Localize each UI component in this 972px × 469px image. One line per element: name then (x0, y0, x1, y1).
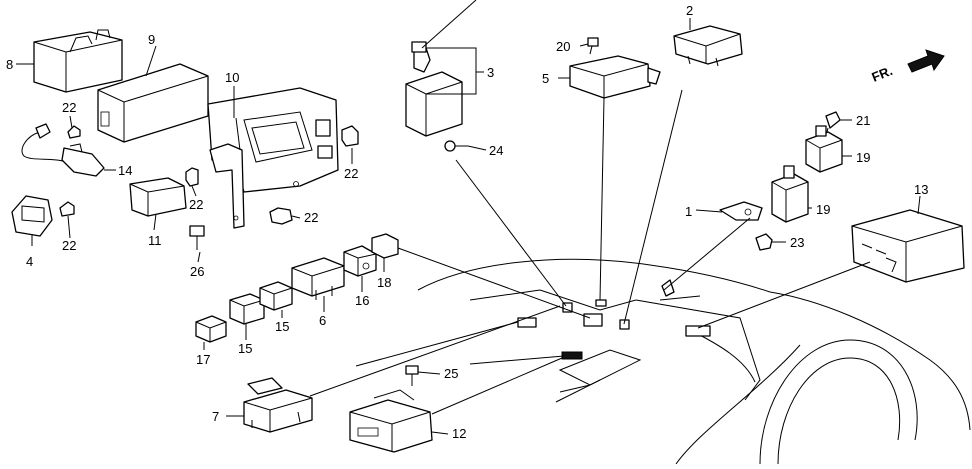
part-26 (189, 225, 205, 250)
callout-24: 24 (489, 143, 503, 158)
front-direction-arrow (907, 49, 945, 73)
part-24 (444, 140, 468, 152)
callout-11: 11 (148, 233, 162, 248)
part-22c (59, 201, 75, 217)
part-5 (569, 55, 661, 99)
front-direction-label: FR. (870, 63, 895, 85)
part-20 (587, 37, 599, 55)
part-19b (771, 165, 809, 223)
callout-20: 20 (556, 39, 570, 54)
callout-3: 3 (487, 65, 494, 80)
part-22a (341, 125, 359, 147)
callout-19-b: 19 (816, 202, 830, 217)
part-25 (405, 365, 419, 386)
callout-22-b: 22 (62, 238, 76, 253)
callout-1: 1 (685, 204, 692, 219)
part-6 (291, 257, 345, 300)
callout-18: 18 (377, 275, 391, 290)
callout-8: 8 (6, 57, 13, 72)
part-13 (851, 209, 965, 283)
callout-16: 16 (355, 293, 369, 308)
car-body-outline (417, 258, 971, 465)
callout-22-c: 22 (189, 197, 203, 212)
callout-labels: 8 9 10 22 14 4 22 11 22 26 22 22 3 24 5 … (6, 3, 928, 441)
callout-22-d: 22 (304, 210, 318, 225)
part-8 (33, 29, 123, 93)
part-22d (185, 167, 199, 187)
part-19a (805, 125, 843, 173)
part-4 (11, 195, 53, 237)
callout-25: 25 (444, 366, 458, 381)
callout-15-b: 15 (275, 319, 289, 334)
part-15b (259, 281, 293, 311)
callout-10: 10 (225, 70, 239, 85)
callout-15-a: 15 (238, 341, 252, 356)
callout-13: 13 (914, 182, 928, 197)
part-3 (405, 41, 463, 137)
part-23 (755, 233, 773, 251)
part-12 (349, 389, 433, 453)
part-10 (207, 87, 339, 229)
part-15a (229, 293, 265, 325)
callout-4: 4 (26, 254, 33, 269)
part-1 (719, 201, 763, 221)
callout-12: 12 (452, 426, 466, 441)
callout-6: 6 (319, 313, 326, 328)
part-14 (21, 123, 105, 177)
part-22b (67, 125, 81, 139)
callout-5: 5 (542, 71, 549, 86)
callout-22-e: 22 (344, 166, 358, 181)
callout-26: 26 (190, 264, 204, 279)
part-7 (243, 377, 313, 433)
callout-17: 17 (196, 352, 210, 367)
part-2 (673, 25, 743, 67)
callout-9: 9 (148, 32, 155, 47)
callout-22-a: 22 (62, 100, 76, 115)
part-18 (371, 233, 399, 259)
part-9 (97, 63, 209, 143)
part-17 (195, 315, 227, 343)
part-22e (269, 207, 293, 225)
callout-21: 21 (856, 113, 870, 128)
callout-2: 2 (686, 3, 693, 18)
part-16 (343, 245, 377, 277)
part-11 (129, 177, 187, 217)
callout-23: 23 (790, 235, 804, 250)
callout-7: 7 (212, 409, 219, 424)
callout-19-a: 19 (856, 150, 870, 165)
callout-14: 14 (118, 163, 132, 178)
leader-lines (16, 0, 921, 435)
